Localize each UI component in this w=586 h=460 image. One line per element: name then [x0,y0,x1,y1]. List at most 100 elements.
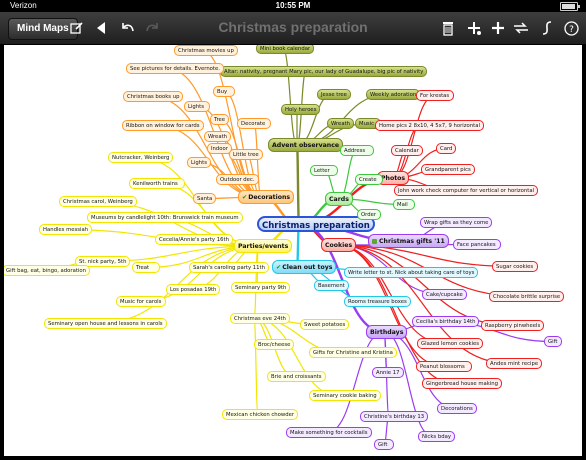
topic-rooms[interactable]: Rooms treasure boxes [344,296,411,307]
topic-lights2[interactable]: Lights [187,157,211,168]
topic-raspberry[interactable]: Raspberry pinwheels [481,320,545,331]
topic-museums[interactable]: Museums by candlelight 10th: Brunswick t… [87,212,243,223]
topic-santa[interactable]: Santa [193,193,217,204]
topic-wreath1[interactable]: Wreath [327,118,354,129]
topic-cookies[interactable]: Cookies [321,238,357,252]
topic-giftschris[interactable]: Gifts for Christine and Kristina [309,347,397,358]
topic-kenilworth[interactable]: Kenilworth trains [129,178,185,189]
topic-face[interactable]: Face pancakes [453,239,501,250]
topic-photos[interactable]: Photos [377,171,410,185]
topic-ginger[interactable]: Gingerbread house making [422,378,503,389]
topic-annie17[interactable]: Annie 17 [372,367,404,378]
topic-mail[interactable]: Mail [393,199,415,210]
trash-icon[interactable] [438,18,458,38]
topic-homepics[interactable]: Home pics 2 8x10, 4 5x7, 9 horizontal [375,120,484,131]
topic-christine13[interactable]: Christine's birthday 13 [360,411,429,422]
topic-booksup[interactable]: Christmas books up [123,91,184,102]
topic-johnwork[interactable]: John work check computer for vertical or… [394,185,539,196]
topic-eve24[interactable]: Christmas eve 24th [230,313,290,324]
topic-cecilia14[interactable]: Cecilia's birthday 14th [412,316,480,327]
topic-wrap[interactable]: Wrap gifts as they come [420,217,493,228]
topic-holyh[interactable]: Holy heroes [281,104,321,115]
topic-label: Cookies [325,242,353,249]
topic-andes[interactable]: Andes mint recipe [486,358,543,369]
topic-grandpics[interactable]: Grandparent pics [421,164,475,175]
topic-birthdays[interactable]: Birthdays [366,325,408,339]
topic-jesse[interactable]: Jesse tree [317,89,351,100]
topic-label: Photos [381,175,406,182]
topic-parties[interactable]: Parties/events [234,239,293,253]
topic-handel[interactable]: Handles messiah [39,224,93,235]
topic-label: Grandparent pics [425,167,471,173]
play-back-icon[interactable] [91,18,111,38]
topic-musiccarols[interactable]: Music for carols [116,296,166,307]
topic-choco[interactable]: Chocolate brittle surprise [489,291,565,302]
topic-altar[interactable]: Altar: nativity, pregnant Mary pic, our … [220,66,428,77]
topic-seminary9[interactable]: Seminary party 9th [231,282,291,293]
topic-clean[interactable]: ✔Clean out toys [272,260,337,274]
topic-peanut[interactable]: Peanut blossoms [416,361,472,372]
topic-indoor[interactable]: Indoor [207,143,232,154]
topic-gifts[interactable]: Christmas gifts '11 [368,234,449,248]
topic-stnick[interactable]: St. nick party, 5th [75,256,131,267]
topic-address[interactable]: Address [340,145,374,156]
topic-tree[interactable]: Tree [210,114,230,125]
topic-gift1[interactable]: Gift [544,336,562,347]
topic-pcard[interactable]: Card [436,143,457,154]
topic-cecelia16[interactable]: Cecelia/Annie's party 16th [155,234,233,245]
topic-cards[interactable]: Cards [325,192,353,206]
link-icon[interactable] [511,18,531,38]
topic-posadas[interactable]: Los posadas 19th [166,284,221,295]
topic-weekly[interactable]: Weekly adoration [366,89,421,100]
topic-letter[interactable]: Letter [310,165,338,176]
topic-gift2[interactable]: Gift [374,439,394,450]
topic-create[interactable]: Create [355,174,383,185]
add-child-icon[interactable] [464,18,484,38]
topic-carol[interactable]: Christmas carol, Weinberg [59,196,137,207]
topic-glazed[interactable]: Glazed lemon cookies [417,338,484,349]
topic-basement[interactable]: Basement [314,280,349,291]
spline-icon[interactable] [537,18,557,38]
topic-buy[interactable]: Buy [213,86,235,97]
topic-cocktails[interactable]: Make something for cocktails [286,427,372,438]
central-topic[interactable]: Christmas preparation [257,216,375,232]
topic-pcalendar[interactable]: Calendar [391,145,423,156]
topic-decorations2[interactable]: Decorations [437,403,477,414]
topic-littletree[interactable]: Little tree [229,149,263,160]
redo-icon[interactable] [142,18,162,38]
topic-brie[interactable]: Brie and croissants [267,371,326,382]
topic-sarah[interactable]: Sarah's caroling party 11th [189,262,269,273]
mind-maps-button[interactable]: Mind Maps [8,18,78,40]
topic-sweetpot[interactable]: Sweet potatoes [300,319,350,330]
topic-calendar[interactable]: Mini book calendar [256,45,315,54]
topic-advent[interactable]: Advent observance [268,138,344,152]
topic-forkrestas[interactable]: For krestas [416,90,454,101]
add-icon[interactable] [488,18,508,38]
topic-brocc[interactable]: Broc/cheese [254,339,295,350]
topic-decor[interactable]: ✔Decorations [238,190,295,204]
edit-icon[interactable] [67,18,87,38]
topic-ribbon[interactable]: Ribbon on window for cards [122,120,204,131]
topic-writeletter[interactable]: Write letter to st. Nick about taking ca… [344,267,479,278]
topic-chowder[interactable]: Mexican chicken chowder [222,409,299,420]
topic-treat[interactable]: Treat [132,262,160,273]
topic-wreath2[interactable]: Wreath [204,131,231,142]
topic-nutcracker[interactable]: Nutcracker, Weinberg [108,152,174,163]
undo-icon[interactable] [118,18,138,38]
topic-outdoor[interactable]: Outdoor dec. [216,174,259,185]
topic-seepics[interactable]: See pictures for details. Evernote. [126,63,224,74]
topic-label: Decorate [241,121,266,127]
topic-order[interactable]: Order [357,209,381,220]
topic-sugar[interactable]: Sugar cookies [492,261,538,272]
topic-decorate[interactable]: Decorate [237,118,271,129]
help-icon[interactable]: ? [561,18,581,38]
topic-seminaryopen[interactable]: Seminary open house and lessons in carol… [44,318,167,329]
topic-giftbag[interactable]: Gift bag, eat, bingo, adoration [4,265,90,276]
topic-caketop[interactable]: Cake/cupcake [422,289,467,300]
topic-moviesup[interactable]: Christmas movies up [174,45,238,56]
topic-label: Face pancakes [457,242,496,248]
topic-lights1[interactable]: Lights [184,101,210,112]
topic-nicksbday[interactable]: Nicks bday [418,431,455,442]
topic-semcookie[interactable]: Seminary cookie baking [309,390,381,401]
